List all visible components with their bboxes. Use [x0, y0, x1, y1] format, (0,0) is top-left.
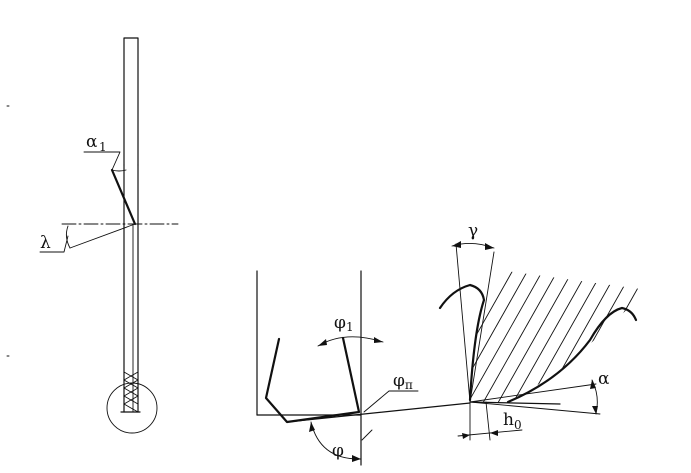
- alpha-symbol: α: [598, 369, 610, 389]
- phi1-arrow-left: [318, 339, 327, 346]
- phi1-angle-arc: [317, 336, 384, 347]
- alpha1-leader-line: [83, 151, 121, 171]
- h0-arrow-left: [462, 433, 470, 439]
- phi1-symbol: φ: [334, 313, 346, 333]
- alpha-arrow-bottom: [592, 406, 598, 414]
- lambda-leader-line: [39, 235, 69, 253]
- alpha-label: α: [598, 369, 610, 389]
- lambda-label: λ: [40, 233, 51, 253]
- phi-label: φ: [332, 441, 344, 461]
- alpha1-label: α 1: [86, 132, 107, 154]
- h0-right-extension: [485, 401, 491, 441]
- tool-rake-face: [438, 283, 486, 402]
- alpha1-angle-arc: [111, 169, 127, 172]
- gamma-arrow-left: [452, 241, 461, 248]
- lambda-angle-arc: [65, 225, 71, 249]
- phi1-subscript: 1: [346, 320, 354, 334]
- phi-p-pointer: [361, 429, 373, 441]
- gamma-symbol: γ: [468, 221, 478, 241]
- workpiece-hatch: [470, 268, 648, 402]
- main-cutting-edge: [110, 168, 137, 226]
- phi-symbol: φ: [332, 441, 344, 461]
- h0-symbol: h: [503, 410, 514, 430]
- phi-p-subscript: п: [405, 378, 413, 392]
- gamma-label: γ: [468, 221, 478, 241]
- phi1-label: φ 1: [334, 313, 354, 334]
- cutter-profile: [264, 336, 361, 424]
- cut-surface-line: [469, 401, 561, 405]
- alpha1-symbol: α: [86, 132, 98, 152]
- alpha-clearance-line-1: [469, 383, 597, 403]
- gamma-arrow-right: [485, 243, 494, 250]
- alpha-clearance-line-2: [469, 401, 601, 415]
- lambda-symbol: λ: [40, 233, 51, 253]
- phi-p-symbol: φ: [393, 371, 405, 391]
- shank-upper-outline: [123, 37, 139, 166]
- alpha1-subscript: 1: [99, 140, 107, 154]
- phi-arrow-left: [309, 422, 315, 432]
- gamma-vertical-reference: [455, 243, 471, 403]
- lambda-inclined-line: [69, 223, 136, 249]
- phi1-arrow-right: [374, 337, 383, 343]
- phi-p-label: φ п: [393, 371, 413, 392]
- h0-subscript: 0: [514, 418, 522, 432]
- detail-circle: [106, 382, 158, 434]
- chip-section-view: [438, 241, 648, 441]
- tool-side-view: [6, 37, 179, 434]
- alpha-arrow-top: [590, 380, 596, 389]
- h0-label: h 0: [503, 410, 522, 432]
- gamma-rake-line: [469, 251, 495, 403]
- workpiece-surface: [506, 306, 638, 404]
- phi-p-leader: [363, 390, 419, 413]
- shank-teeth-mirror: [123, 371, 139, 405]
- face-view: [256, 270, 471, 466]
- phi-arrow-right: [352, 455, 361, 462]
- feed-direction-line: [286, 402, 471, 423]
- h0-arrow-right: [490, 430, 498, 436]
